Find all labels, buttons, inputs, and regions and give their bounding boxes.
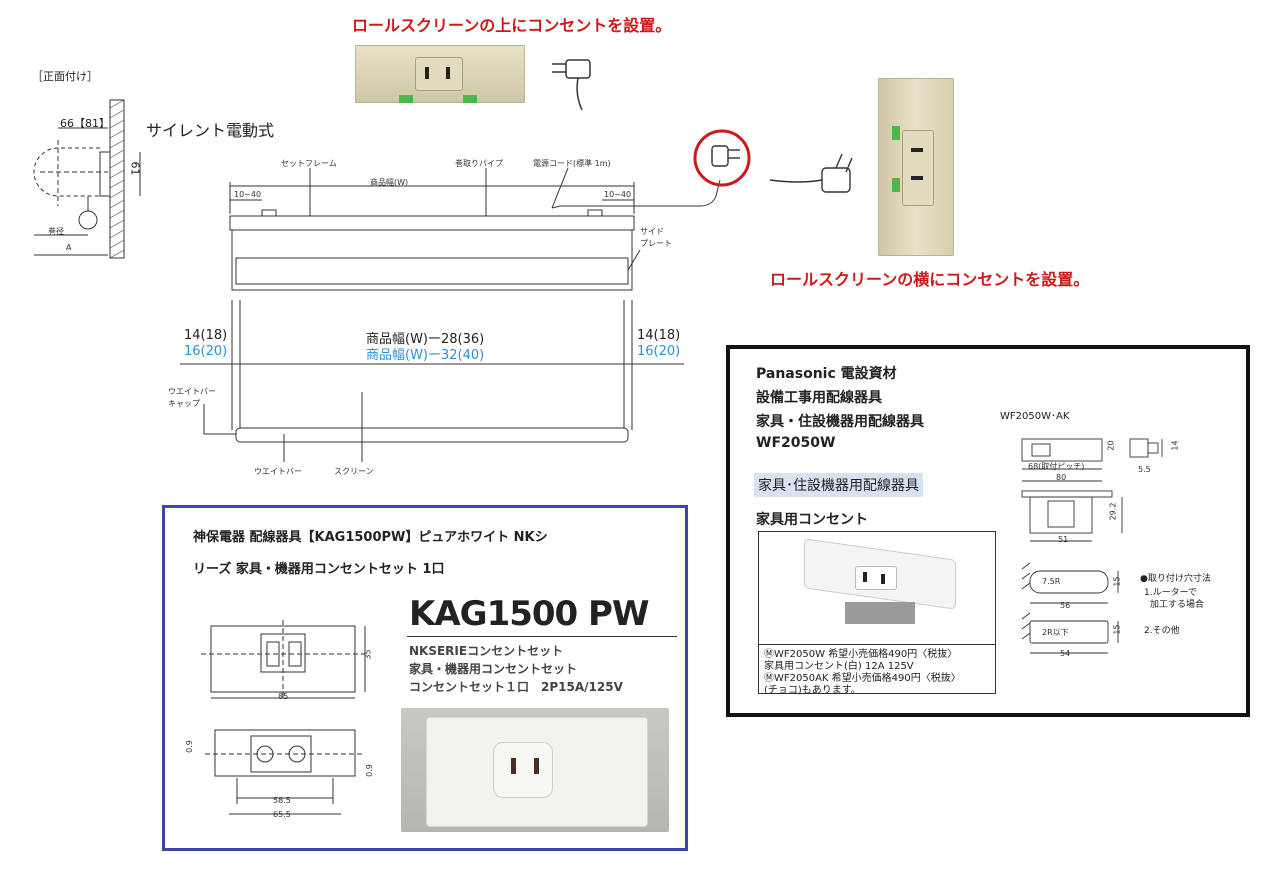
pana-price-box: [758, 643, 996, 694]
kag-model: KAG1500 PW: [409, 594, 649, 634]
pana-line1: Panasonic 電設資材: [756, 366, 897, 382]
side-view-title: ［正面付け］: [32, 70, 98, 83]
label-width: 商品幅(W): [370, 178, 409, 187]
outlet-photo-top: [355, 45, 525, 103]
pana-price-4: (チョコ)もあります。: [764, 685, 861, 696]
pana-price-1: ⓂWF2050W 希望小売価格490円〈税抜〉: [764, 649, 958, 660]
left-dim-blue: 16(20): [184, 344, 228, 359]
pana-dim-55: 5.5: [1138, 465, 1151, 474]
pana-hole-1a: 1.ルーターで: [1144, 588, 1198, 598]
label-weight-cap-2: キャップ: [168, 399, 200, 408]
label-left-gap: 10~40: [234, 190, 262, 199]
label-screen: スクリーン: [334, 467, 374, 476]
label-cord: 電源コード(標準 1m): [533, 159, 611, 168]
label-right-gap: 10~40: [604, 190, 632, 199]
kag-drawing: [201, 620, 366, 815]
plug-side-icon: [769, 153, 853, 193]
kag-product-box: 神保電器 配線器具【KAG1500PW】ピュアホワイト NKシ リーズ 家具・機…: [162, 505, 688, 851]
label-set-frame: セットフレーム: [281, 159, 337, 168]
pana-dim-56: 56: [1060, 601, 1071, 610]
pana-line2: 設備工事用配線器具: [756, 390, 882, 406]
kag-dim-585: 58.5: [273, 796, 291, 805]
product-name: サイレント電動式: [146, 121, 275, 140]
kag-header-line2: リーズ 家具・機器用コンセントセット 1口: [193, 562, 445, 577]
right-dim-black: 14(18): [637, 328, 681, 343]
kag-outlet-photo: [401, 708, 669, 832]
pana-subtitle: 家具用コンセント: [756, 512, 868, 528]
pana-dim-51: 51: [1058, 535, 1069, 544]
kag-desc-line2: 家具・機器用コンセントセット: [409, 662, 578, 676]
side-view-diameter: 巻径: [48, 227, 64, 236]
panasonic-product-box: Panasonic 電設資材 設備工事用配線器具 家具・住設機器用配線器具 WF…: [726, 345, 1250, 717]
pana-dim-68: 68(取付ピッチ): [1028, 462, 1085, 471]
kag-header-line1: 神保電器 配線器具【KAG1500PW】ピュアホワイト NKシ: [193, 530, 548, 545]
center-dim-black: 商品幅(W)ー28(36): [366, 332, 485, 347]
pana-technical-drawing: [1021, 438, 1163, 654]
pana-model-small: WF2050W･AK: [1000, 411, 1070, 422]
pana-dim-2r: 2R以下: [1042, 628, 1069, 637]
pana-line4: WF2050W: [756, 435, 836, 451]
side-view-dim-top: 66【81】: [60, 117, 110, 130]
label-pipe: 巻取りパイプ: [455, 159, 503, 168]
caption-outlet-above: ロールスクリーンの上にコンセントを設置。: [352, 16, 672, 35]
pana-dim-75r: 7.5R: [1042, 577, 1061, 586]
side-view-A: A: [66, 243, 72, 252]
pana-dim-80: 80: [1056, 473, 1067, 482]
kag-desc-line3: コンセントセット１口 2P15A/125V: [409, 680, 623, 694]
highlight-circle: [693, 129, 751, 187]
pana-dim-54: 54: [1060, 649, 1071, 658]
outlet-photo-side: [878, 78, 954, 256]
left-dim-black: 14(18): [184, 328, 228, 343]
pana-hole-2: 2.その他: [1144, 626, 1180, 636]
label-weight-cap-1: ウエイトバー: [168, 387, 216, 396]
pana-price-3: ⓂWF2050AK 希望小売価格490円〈税抜〉: [764, 673, 961, 684]
kag-divider: [407, 636, 677, 637]
kag-desc-line1: NKSERIEコンセントセット: [409, 644, 564, 658]
pana-outlet-photo: [758, 531, 996, 645]
pana-hole-title: ●取り付け穴寸法: [1140, 574, 1211, 584]
pana-hole-1b: 加工する場合: [1150, 600, 1205, 610]
label-side-plate-2: プレート: [640, 239, 672, 248]
right-dim-blue: 16(20): [637, 344, 681, 359]
pana-highlight: 家具･住設機器用配線器具: [754, 473, 923, 497]
caption-outlet-side: ロールスクリーンの横にコンセントを設置。: [770, 270, 1090, 289]
center-dim-blue: 商品幅(W)ー32(40): [366, 348, 485, 363]
label-side-plate-1: サイド: [640, 227, 664, 236]
pana-price-2: 家具用コンセント(白) 12A 125V: [764, 661, 914, 672]
pana-line3: 家具・住設機器用配線器具: [756, 414, 924, 430]
label-weight-bar: ウエイトバー: [254, 467, 302, 476]
